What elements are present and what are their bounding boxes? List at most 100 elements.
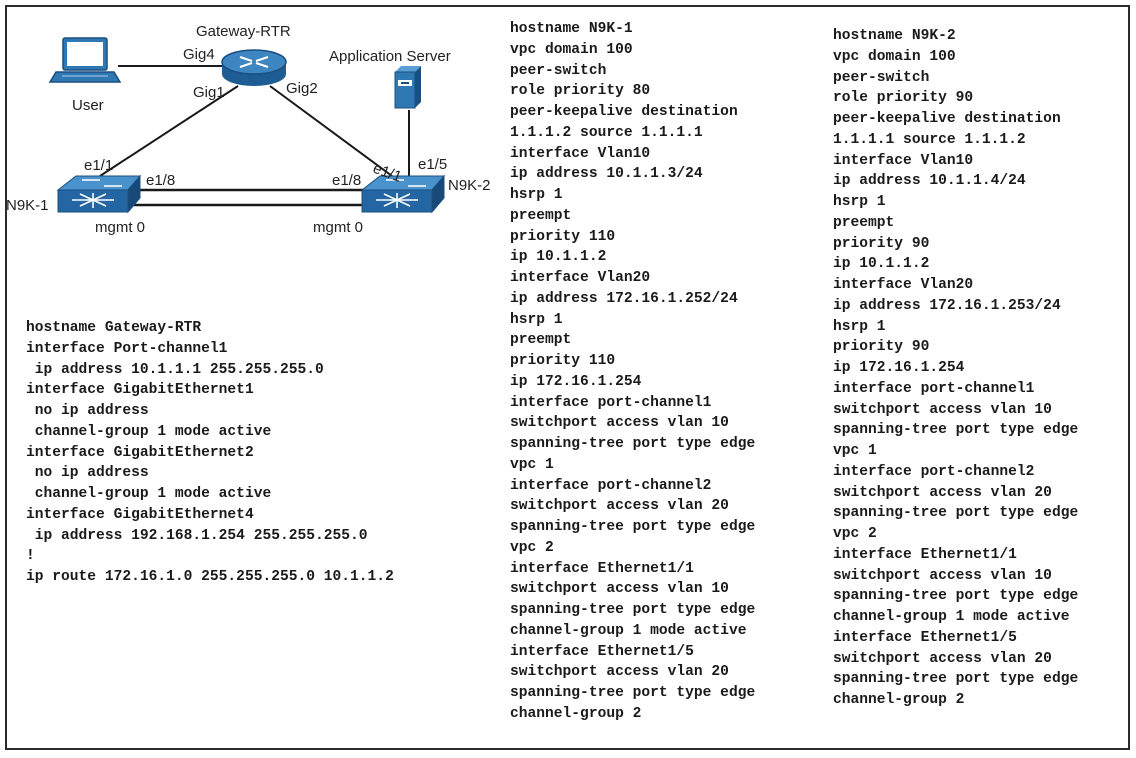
config-line: role priority 80 — [510, 83, 651, 100]
config-line: vpc 2 — [833, 526, 877, 542]
config-line: interface port-channel1 — [510, 394, 712, 411]
config-line: priority 110 — [510, 228, 616, 245]
label-gig4: Gig4 — [183, 46, 215, 63]
config-line: peer-switch — [510, 62, 607, 79]
config-line: switchport access vlan 20 — [510, 498, 729, 515]
label-n9k2-e1-5: e1/5 — [418, 156, 447, 173]
config-line: interface Vlan20 — [510, 270, 651, 286]
config-line: 1.1.1.1 source 1.1.1.2 — [833, 131, 1026, 148]
label-gateway-rtr: Gateway-RTR — [196, 23, 291, 40]
switch-icon-n9k2 — [360, 174, 446, 214]
config-line: vpc 2 — [510, 539, 554, 556]
config-line: interface Ethernet1/1 — [833, 546, 1017, 563]
config-line: vpc domain 100 — [510, 41, 633, 58]
config-line: interface Ethernet1/5 — [510, 643, 694, 660]
label-n9k1: N9K-1 — [6, 197, 49, 214]
config-line: ip address 10.1.1.3/24 — [510, 166, 703, 183]
config-line: switchport access vlan 10 — [510, 415, 729, 432]
config-n9k-1: hostname N9K-1 vpc domain 100 peer-switch r… — [510, 19, 755, 725]
config-gateway-rtr: hostname Gateway-RTR interface Port-chann… — [26, 318, 394, 588]
config-line: hsrp 1 — [833, 318, 886, 335]
config-line: switchport access vlan 20 — [510, 664, 729, 681]
router-icon — [221, 49, 287, 86]
topology-diagram: Gateway-RTR User Application Server Gig4… — [6, 23, 491, 236]
label-gig1: Gig1 — [193, 84, 225, 101]
config-line: interface Vlan10 — [510, 145, 651, 162]
config-line: ip address 10.1.1.4/24 — [833, 173, 1026, 190]
label-n9k1-e1-8: e1/8 — [146, 172, 175, 189]
config-line: priority 110 — [510, 353, 616, 369]
config-line: interface Ethernet1/1 — [510, 560, 694, 577]
config-line: ip 172.16.1.254 — [510, 373, 642, 390]
config-line: ip route 172.16.1.0 255.255.255.0 10.1.1… — [26, 569, 394, 585]
config-line: preempt — [510, 332, 572, 349]
config-line: interface port-channel2 — [833, 463, 1035, 480]
config-line: 1.1.1.2 source 1.1.1.1 — [510, 124, 703, 141]
config-line: channel-group 1 mode active — [510, 622, 747, 639]
config-line: vpc 1 — [833, 443, 877, 459]
config-line: channel-group 1 mode active — [26, 486, 272, 502]
config-line: interface GigabitEthernet2 — [26, 444, 254, 461]
config-line: spanning-tree port type edge — [833, 422, 1079, 439]
config-line: peer-keepalive destination — [510, 104, 738, 120]
switch-icon-n9k1 — [56, 174, 142, 214]
config-line: spanning-tree port type edge — [510, 519, 756, 535]
config-line: channel-group 1 mode active — [26, 423, 272, 440]
config-line: hostname N9K-1 — [510, 21, 633, 37]
config-line: ip address 172.16.1.252/24 — [510, 290, 738, 307]
config-line: ip address 10.1.1.1 255.255.255.0 — [26, 361, 324, 378]
server-icon — [394, 66, 421, 109]
config-line: ip address 172.16.1.253/24 — [833, 297, 1061, 314]
config-line: preempt — [833, 214, 895, 231]
config-line: preempt — [510, 207, 572, 224]
config-line: spanning-tree port type edge — [510, 436, 756, 452]
config-line: vpc 1 — [510, 456, 554, 473]
laptop-icon — [48, 37, 122, 83]
config-line: peer-keepalive destination — [833, 111, 1061, 127]
config-line: switchport access vlan 20 — [833, 484, 1052, 501]
config-line: ! — [26, 548, 35, 565]
config-line: hsrp 1 — [510, 311, 563, 328]
config-line: interface GigabitEthernet1 — [26, 382, 254, 399]
config-line: spanning-tree port type edge — [833, 588, 1079, 605]
config-line: switchport access vlan 20 — [833, 650, 1052, 667]
label-n9k2-mgmt0: mgmt 0 — [313, 219, 363, 236]
config-line: hsrp 1 — [833, 194, 886, 210]
label-n9k2-e1-8: e1/8 — [332, 172, 361, 189]
config-line: vpc domain 100 — [833, 48, 956, 65]
config-line: role priority 90 — [833, 90, 974, 107]
config-line: switchport access vlan 10 — [510, 581, 729, 598]
label-n9k1-e1-1: e1/1 — [84, 157, 113, 174]
config-line: spanning-tree port type edge — [510, 602, 756, 618]
config-line: priority 90 — [833, 339, 930, 356]
config-line: interface Vlan10 — [833, 152, 974, 169]
label-gig2: Gig2 — [286, 80, 318, 97]
config-line: switchport access vlan 10 — [833, 567, 1052, 584]
config-line: channel-group 1 mode active — [833, 609, 1070, 625]
config-line: no ip address — [26, 465, 149, 482]
config-line: interface Vlan20 — [833, 277, 974, 293]
config-line: channel-group 2 — [833, 692, 965, 708]
label-application-server: Application Server — [329, 48, 451, 65]
figure-frame — [5, 5, 1130, 750]
config-line: ip 10.1.1.2 — [833, 256, 930, 273]
config-line: interface GigabitEthernet4 — [26, 506, 254, 523]
config-line: ip address 192.168.1.254 255.255.255.0 — [26, 527, 368, 544]
config-line: priority 90 — [833, 235, 930, 252]
config-line: channel-group 2 — [510, 705, 642, 722]
config-line: interface port-channel1 — [833, 380, 1035, 397]
config-line: spanning-tree port type edge — [833, 671, 1079, 688]
config-line: hostname Gateway-RTR — [26, 320, 202, 336]
label-n9k1-mgmt0: mgmt 0 — [95, 219, 145, 236]
config-line: hsrp 1 — [510, 187, 563, 203]
link-gateway-n9k1 — [99, 85, 239, 177]
config-line: no ip address — [26, 403, 149, 419]
config-line: interface Port-channel1 — [26, 340, 228, 357]
config-line: interface port-channel2 — [510, 477, 712, 494]
config-line: switchport access vlan 10 — [833, 401, 1052, 418]
label-user: User — [72, 97, 104, 114]
config-line: interface Ethernet1/5 — [833, 629, 1017, 646]
label-n9k2: N9K-2 — [448, 177, 491, 194]
link-gateway-n9k2 — [269, 85, 393, 177]
